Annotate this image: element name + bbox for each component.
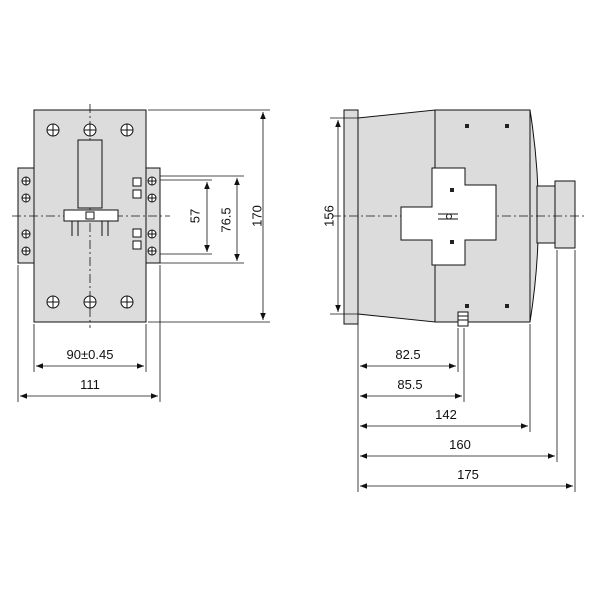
front-extension-lines — [17, 109, 270, 402]
dim-depth-5: 175 — [457, 467, 479, 482]
dim-mounting-width: 90±0.45 — [67, 347, 114, 362]
side-view: 156 82.5 85.5 142 160 175 — [321, 109, 585, 492]
actuator-indicator — [85, 211, 95, 220]
actuator — [63, 139, 119, 236]
front-view: 170 76.5 57 90±0.45 111 — [12, 104, 270, 402]
dim-side-height: 156 — [321, 205, 336, 227]
dim-depth-2: 85.5 — [397, 377, 422, 392]
left-aux-contacts — [21, 176, 31, 256]
side-extension-lines — [330, 117, 576, 492]
dim-rail-spacing: 76.5 — [218, 207, 233, 232]
side-protrusion-cap — [554, 180, 576, 249]
bottom-terminal-screws — [46, 295, 134, 309]
dim-hole-spacing: 57 — [187, 209, 202, 223]
right-aux-contacts — [132, 176, 157, 256]
dim-depth-4: 160 — [449, 437, 471, 452]
top-terminal-screws — [46, 123, 134, 137]
side-terminal — [457, 311, 469, 327]
dim-depth-1: 82.5 — [395, 347, 420, 362]
dim-overall-width: 111 — [80, 377, 100, 392]
actuator-slot — [77, 139, 103, 209]
dim-overall-height: 170 — [249, 205, 264, 227]
side-mounting-plate — [343, 109, 359, 325]
dim-depth-3: 142 — [435, 407, 457, 422]
